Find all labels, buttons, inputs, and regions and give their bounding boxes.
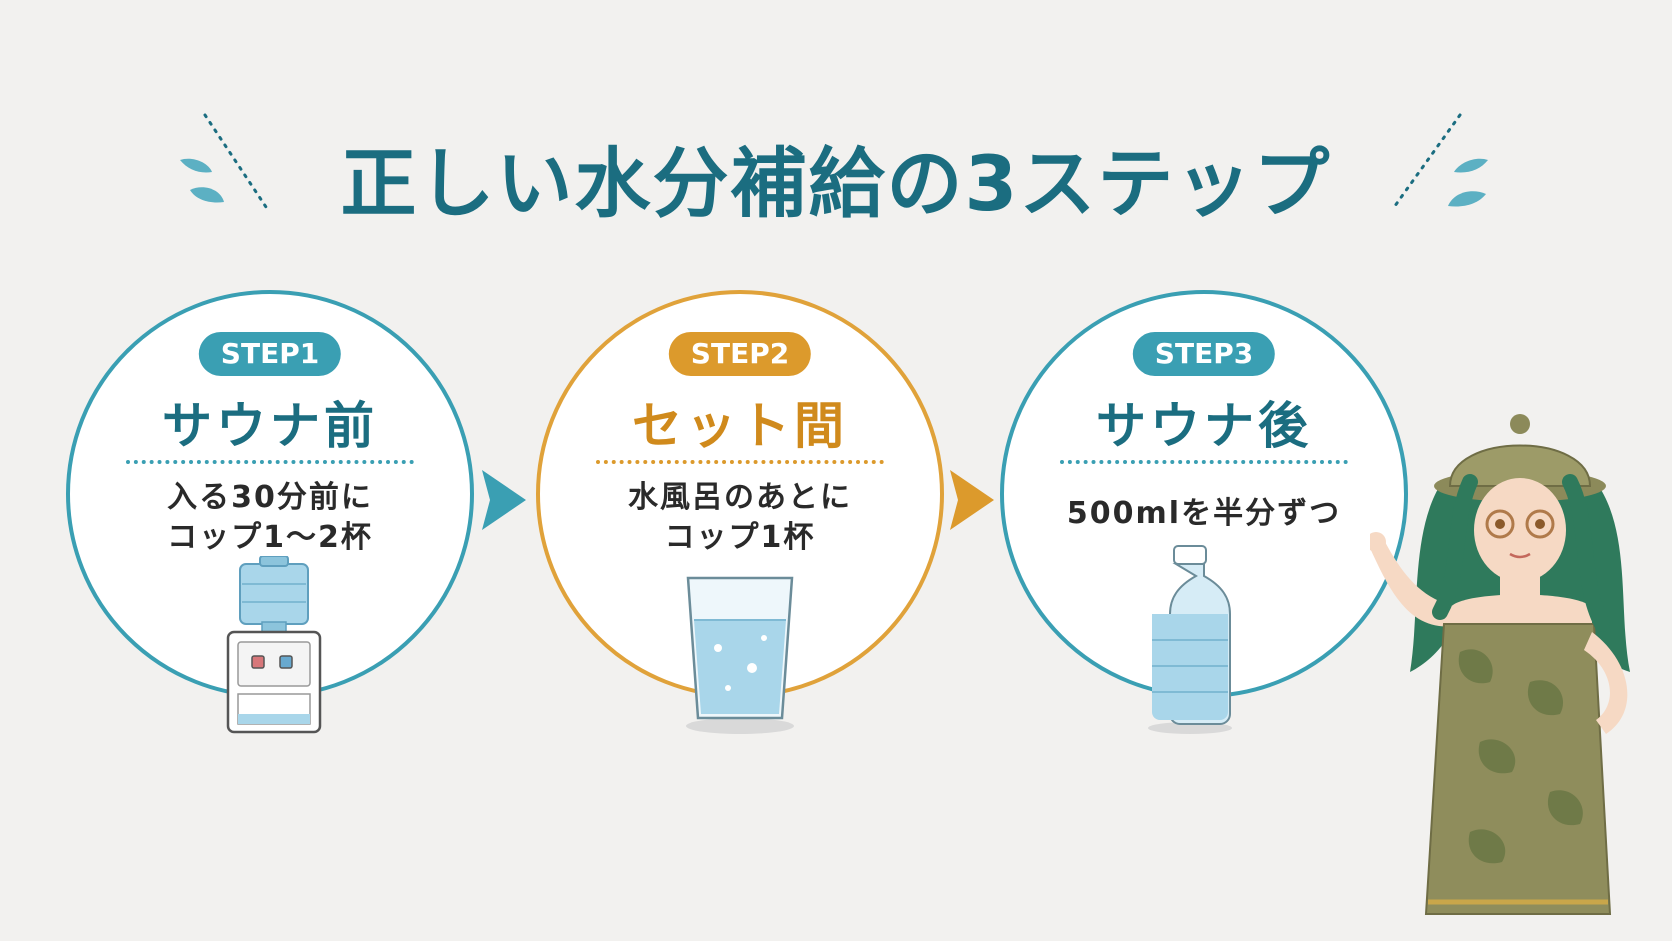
water-dispenser-icon	[226, 556, 322, 734]
step-card-1: STEP1 サウナ前 入る30分前に コップ1〜2杯	[66, 290, 474, 698]
water-splash-left-icon	[180, 113, 270, 212]
dotted-divider	[126, 460, 414, 464]
step-badge: STEP3	[1132, 332, 1276, 376]
arrow-right-icon	[950, 470, 994, 530]
step-heading: サウナ後	[1096, 397, 1312, 455]
water-glass-icon	[686, 576, 794, 734]
water-bottle-icon	[1148, 545, 1232, 734]
step-heading: セット間	[632, 397, 848, 455]
page-title: 正しい水分補給の3ステップ	[340, 139, 1332, 228]
step-description: 500mlを半分ずつ	[1004, 494, 1404, 534]
step-badge: STEP2	[668, 332, 812, 376]
step-description-line: コップ1杯	[664, 520, 816, 555]
dotted-divider	[596, 460, 884, 464]
water-splash-right-icon	[1390, 113, 1488, 212]
step-description: 入る30分前に コップ1〜2杯	[70, 478, 470, 558]
dotted-divider	[1060, 460, 1348, 464]
step-badge: STEP1	[198, 332, 342, 376]
arrow-right-icon	[482, 470, 526, 530]
step-description-line: 入る30分前に	[167, 480, 373, 515]
step-description: 水風呂のあとに コップ1杯	[540, 478, 940, 558]
step-heading: サウナ前	[162, 397, 378, 455]
title-area: 正しい水分補給の3ステップ	[0, 110, 1672, 230]
step-description-line: 500mlを半分ずつ	[1066, 496, 1342, 531]
guide-character-illustration	[1370, 414, 1630, 915]
step-description-line: 水風呂のあとに	[628, 480, 852, 515]
step-description-line: コップ1〜2杯	[167, 520, 373, 555]
